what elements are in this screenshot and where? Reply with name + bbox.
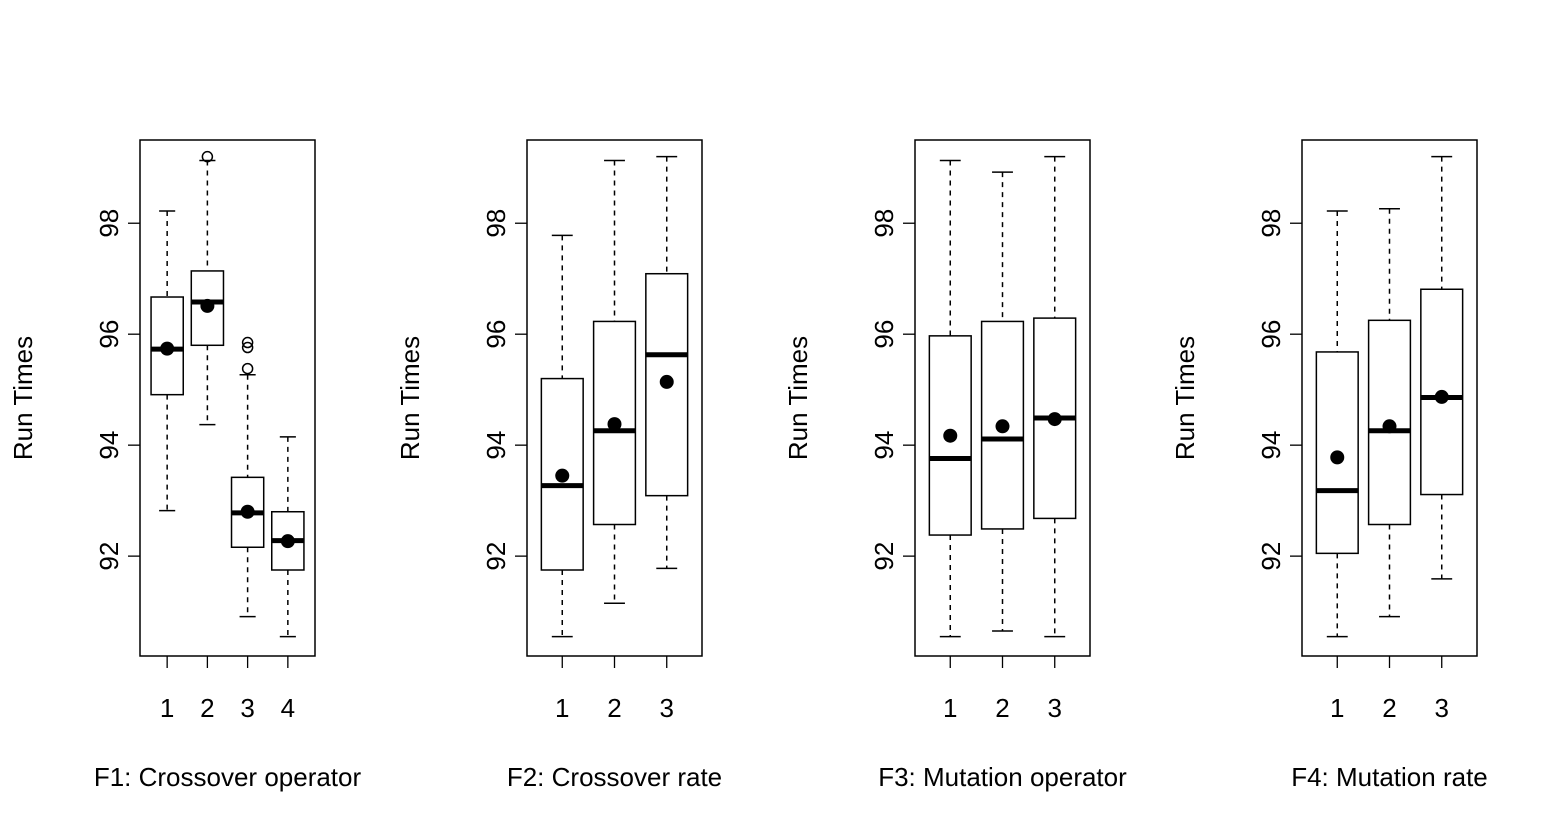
x-axis-label: F1: Crossover operator	[94, 762, 362, 792]
outlier-point	[241, 362, 254, 375]
mean-point	[995, 419, 1010, 434]
box-3	[1033, 155, 1077, 638]
box-4	[271, 436, 305, 638]
mean-point	[943, 428, 958, 443]
x-tick-label: 1	[160, 693, 174, 723]
mean-point	[1047, 412, 1062, 427]
plot-frame	[139, 139, 316, 657]
mean-point	[659, 374, 674, 389]
x-tick-label: 3	[1048, 693, 1062, 723]
y-tick-label: 92	[481, 542, 511, 571]
y-axis-label: Run Times	[8, 336, 38, 460]
x-tick-label: 3	[240, 693, 254, 723]
x-tick-label: 2	[607, 693, 621, 723]
box-2	[592, 159, 637, 605]
mean-point	[555, 468, 570, 483]
x-axis-label: F3: Mutation operator	[878, 762, 1127, 792]
mean-point	[240, 504, 255, 519]
outlier-point	[241, 336, 254, 349]
y-tick-label: 92	[869, 542, 899, 571]
box-1	[540, 234, 584, 638]
y-tick-label: 96	[869, 320, 899, 349]
x-tick-label: 3	[1435, 693, 1449, 723]
box-1	[1315, 210, 1359, 638]
x-tick-label: 2	[995, 693, 1009, 723]
x-tick-label: 2	[200, 693, 214, 723]
y-tick-label: 94	[481, 431, 511, 460]
mean-point	[200, 298, 215, 313]
y-axis-label: Run Times	[395, 336, 425, 460]
mean-point	[1434, 389, 1449, 404]
y-tick-label: 92	[1256, 542, 1286, 571]
y-tick-label: 96	[481, 320, 511, 349]
x-axis-label: F4: Mutation rate	[1291, 762, 1488, 792]
mean-point	[160, 341, 175, 356]
outlier-point	[201, 150, 214, 163]
box-2	[980, 171, 1025, 632]
y-tick-label: 98	[1256, 209, 1286, 238]
x-tick-label: 2	[1382, 693, 1396, 723]
mean-point	[280, 534, 295, 549]
y-tick-label: 98	[481, 209, 511, 238]
box-iqr	[980, 320, 1025, 530]
y-tick-label: 98	[94, 209, 124, 238]
y-tick-label: 96	[94, 320, 124, 349]
box-3	[1420, 155, 1464, 580]
x-tick-label: 3	[660, 693, 674, 723]
y-tick-label: 94	[869, 431, 899, 460]
box-2	[1367, 208, 1412, 618]
y-tick-label: 96	[1256, 320, 1286, 349]
y-axis-label: Run Times	[1170, 336, 1200, 460]
x-tick-label: 4	[281, 693, 295, 723]
outlier-point	[241, 341, 254, 354]
y-tick-label: 98	[869, 209, 899, 238]
mean-point	[607, 417, 622, 432]
y-tick-label: 94	[94, 431, 124, 460]
x-tick-label: 1	[1330, 693, 1344, 723]
box-1	[928, 159, 972, 638]
x-axis-label: F2: Crossover rate	[507, 762, 722, 792]
x-tick-label: 1	[943, 693, 957, 723]
y-tick-label: 92	[94, 542, 124, 571]
y-tick-label: 94	[1256, 431, 1286, 460]
y-axis-label: Run Times	[783, 336, 813, 460]
box-1	[150, 210, 184, 512]
box-3	[230, 336, 265, 618]
mean-point	[1330, 450, 1345, 465]
x-tick-label: 1	[555, 693, 569, 723]
mean-point	[1382, 419, 1397, 434]
box-iqr	[1420, 288, 1464, 496]
box-2	[190, 150, 225, 426]
box-3	[645, 155, 689, 570]
